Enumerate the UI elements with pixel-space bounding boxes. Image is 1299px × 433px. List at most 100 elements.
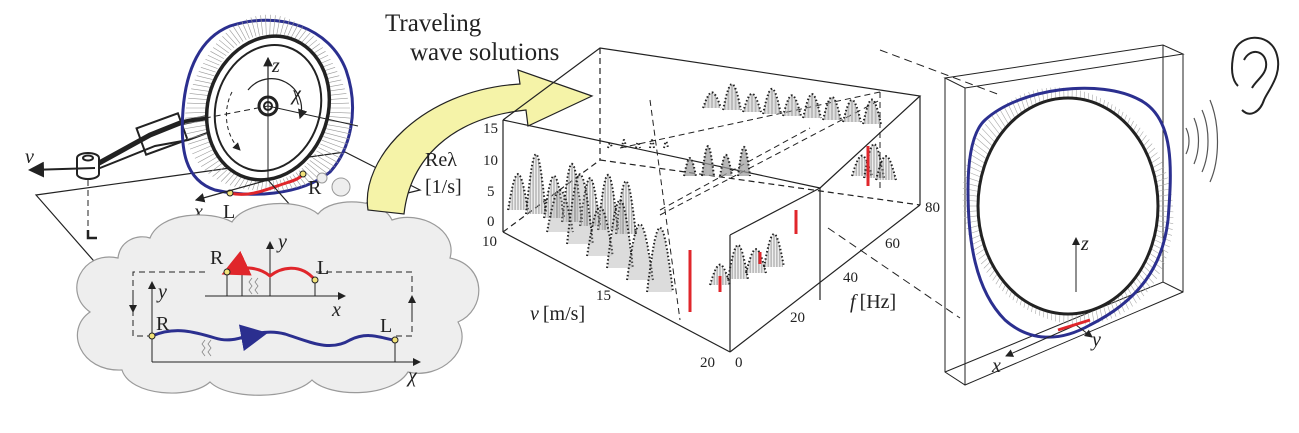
plot3d-marks [507, 83, 897, 312]
chi-arc [247, 78, 308, 120]
disk-hatch-line [1050, 87, 1053, 100]
tire-hatch-line [301, 168, 316, 182]
disk-hatch-line [1037, 89, 1041, 104]
disk-hatch-line [1003, 105, 1013, 122]
disk-hatch-line [1152, 243, 1169, 253]
front-row-a-bump [597, 173, 619, 231]
plot3d-guides [619, 91, 881, 321]
upper-spring-icon [248, 277, 259, 295]
disk-hatch-line [963, 182, 980, 188]
disk-hatch-line [1150, 248, 1167, 259]
disk-hatch-line [963, 210, 979, 213]
disk-hatch-line [969, 153, 986, 164]
ear-icon [1230, 36, 1280, 115]
z-axis-label: z [271, 55, 280, 77]
z-tick-0: 0 [487, 214, 495, 230]
disk-hatch-line [1154, 172, 1167, 178]
tire-hatch-line [194, 79, 212, 84]
low-row-bump [709, 263, 731, 286]
lower-blue-wave [151, 329, 396, 348]
tire-hatch-line [318, 147, 342, 159]
contact-patch [229, 173, 305, 196]
disk-hatch-line [984, 123, 998, 139]
disk-hatch-line [1147, 147, 1156, 156]
lower-L-label: L [380, 315, 392, 337]
disk-hatch-line [1041, 88, 1045, 102]
point-L-label: L [223, 201, 235, 223]
disk-hatch-line [1155, 229, 1173, 236]
disk-hatch-line [962, 193, 979, 197]
disk-hatch-line [995, 112, 1007, 129]
disk-hatch-line [1032, 90, 1037, 105]
f-tick-20: 20 [790, 310, 805, 326]
tire-hatch-line [323, 136, 348, 145]
lower-chi-label: χ [406, 365, 418, 387]
disk-hatch-line [1156, 182, 1170, 188]
f-axis-label: f[Hz] [850, 291, 896, 313]
tire-hatch-line [186, 102, 209, 105]
tire-hatch-line [205, 58, 220, 66]
disk-hatch-line [1110, 301, 1117, 317]
f-axis-var: f [850, 291, 858, 313]
mid-row-bump [719, 153, 733, 177]
disk-hatch-line [1045, 87, 1049, 101]
upper-red-wave [221, 250, 317, 282]
v-tick-10: 10 [482, 234, 497, 250]
tire-hatch-line [256, 180, 260, 191]
tire-hatch-line [327, 102, 350, 105]
tire-hatch-line [192, 84, 211, 88]
tire-hatch-line [326, 124, 351, 129]
back-row-bump [842, 98, 862, 123]
tire-hatch-line [215, 43, 229, 54]
tire-hatch-line [269, 14, 271, 36]
tire-hatch-line [279, 17, 286, 37]
tire-hatch-line [260, 15, 264, 36]
disk-hatch-line [1157, 210, 1174, 213]
front-row-b-bump [646, 226, 674, 293]
tire-hatch-line [245, 19, 254, 38]
tire-hatch-line [265, 14, 267, 36]
disk-hatch-line [1153, 166, 1165, 173]
tire-hatch-line [295, 172, 307, 186]
plot3d: Reλ [1/s] 15 10 5 0 10 15 20 v[m/s] 0 20… [425, 47, 940, 371]
disk-hatch-line [975, 248, 986, 255]
chi-label: χ [290, 83, 302, 105]
tire-hatch-line [314, 153, 336, 167]
title-line-1: Traveling [385, 10, 482, 37]
disk-contact-patch [1057, 318, 1091, 332]
disk-x-label: x [991, 355, 1001, 377]
disk-hatch-line [1153, 239, 1170, 248]
disk-hatch-line [1150, 157, 1161, 164]
front-row-b-bump [586, 205, 614, 257]
back-row-bump [702, 91, 722, 109]
low-row-bump [745, 248, 767, 274]
tire-hatch-line [272, 15, 276, 36]
tire-hatch-line [250, 17, 257, 37]
disk-y-label: y [1090, 329, 1101, 351]
tire-hatch-line [196, 75, 213, 80]
tire-hatch-line [255, 16, 260, 36]
thought-cloud: x y R L χ y R L [76, 172, 480, 396]
big-yellow-arrow [366, 69, 594, 215]
disk-hatch-line [1103, 305, 1108, 321]
tire-hatch-line [282, 19, 291, 38]
tire-hatch-line [327, 116, 352, 119]
lower-point-L [391, 336, 399, 344]
velocity-arrow [28, 161, 96, 178]
caster-cylinder-icon [76, 152, 100, 180]
disk-y-axis [1075, 324, 1093, 338]
disk-hatch-line [1155, 177, 1168, 183]
back-row-bump [782, 94, 802, 117]
upper-R-label: R [210, 247, 224, 269]
f-tick-80: 80 [925, 200, 940, 216]
disk-hatch-line [980, 256, 989, 265]
small-row-bump [635, 141, 641, 149]
disk-hatch-line [999, 108, 1010, 125]
disk-hatch-line [1028, 91, 1033, 107]
lower-spring-icon [201, 339, 212, 357]
title-line-2: wave solutions [410, 39, 559, 66]
disk-x-axis [1005, 324, 1077, 357]
axle-dashed [194, 105, 269, 121]
front-row-b-bump [606, 198, 634, 269]
mid-row-bump [737, 145, 751, 177]
